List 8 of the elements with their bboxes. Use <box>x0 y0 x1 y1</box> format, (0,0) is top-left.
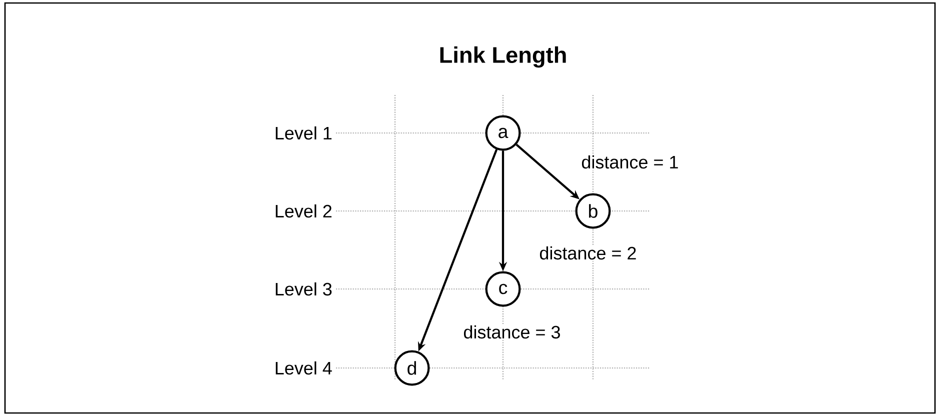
level-label: Level 2 <box>276 204 332 218</box>
edge-label: distance = 3 <box>464 325 560 339</box>
title: Link Length <box>440 46 566 68</box>
edge-label: distance = 2 <box>540 246 636 260</box>
level-label: Level 4 <box>276 361 332 375</box>
edge-label: distance = 1 <box>582 155 678 169</box>
level-label: Level 3 <box>276 282 332 296</box>
level-label: Level 1 <box>276 126 332 140</box>
